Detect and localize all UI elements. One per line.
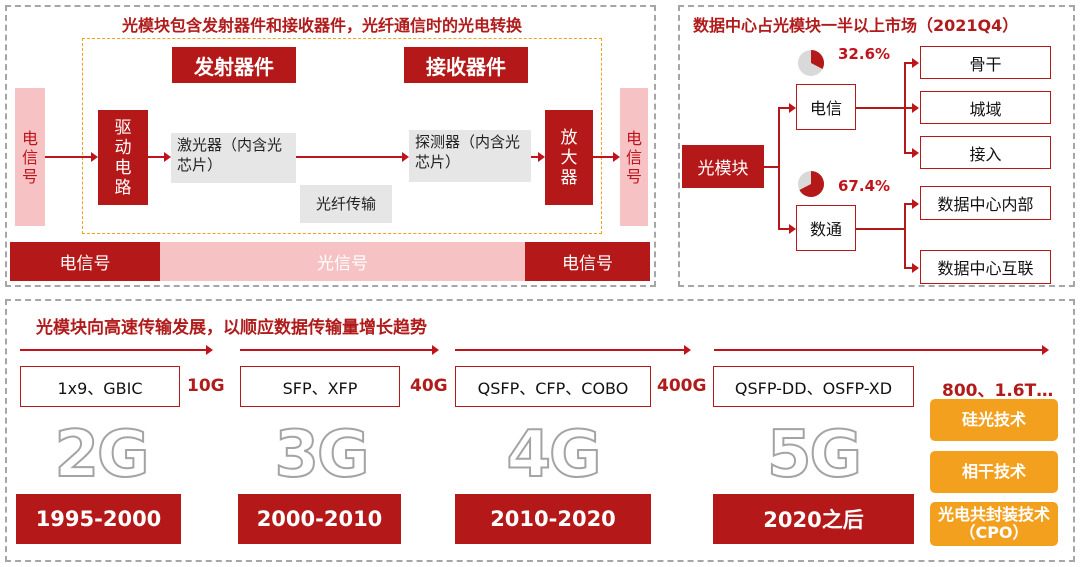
receive-label: 接收器件: [404, 47, 528, 83]
tree-arrow-datacom: [789, 224, 796, 234]
speed-label-3: 400G: [657, 376, 707, 396]
flow-arrow-5: [613, 152, 620, 162]
tree-line-root: [764, 166, 778, 168]
timeline-arrow-1: [206, 345, 213, 355]
telecom-branch: [856, 107, 904, 109]
tree-line-root-vert: [778, 107, 780, 228]
telecom-access: 接入: [920, 136, 1051, 169]
laser-box: 激光器（内含光芯片）: [171, 133, 296, 183]
driver-circuit-box: 驱动电路: [98, 110, 148, 205]
generation-label-1: 2G: [53, 417, 150, 493]
datacom-child-arrow-1: [912, 199, 919, 209]
speed-label-1: 10G: [187, 376, 225, 396]
optical-conversion-title: 光模块包含发射器件和接收器件，光纤通信时的光电转换: [122, 16, 523, 35]
datacom-child-line-2: [904, 267, 913, 269]
fiber-box: 光纤传输: [300, 185, 392, 223]
laser-label: 激光器（内含光芯片）: [177, 136, 283, 174]
timeline-arrow-4: [1042, 345, 1049, 355]
flow-line-4: [531, 156, 538, 158]
telecom-child-arrow-1: [912, 58, 919, 68]
timeline-line-4: [714, 349, 1042, 351]
telecom-child-line-2: [904, 107, 913, 109]
datacom-dc-interconnect: 数据中心互联: [920, 250, 1051, 284]
signal-in-box: 电信号: [15, 88, 45, 226]
signal-out-label: 电信号: [626, 128, 643, 186]
signal-bar-left: 电信号: [10, 242, 160, 281]
market-share-title: 数据中心占光模块一半以上市场（2021Q4）: [693, 16, 1019, 35]
package-box-1: 1x9、GBIC: [20, 366, 180, 407]
period-box-3: 2010-2020: [455, 494, 651, 544]
timeline-arrow-3: [684, 345, 691, 355]
transmit-label: 发射器件: [172, 47, 296, 83]
telecom-child-arrow-2: [912, 103, 919, 113]
period-box-4: 2020之后: [713, 494, 914, 544]
evolution-title: 光模块向高速传输发展，以顺应数据传输量增长趋势: [36, 318, 427, 338]
datacom-percent: 67.4%: [838, 177, 891, 195]
tree-line-to-datacom: [778, 228, 790, 230]
period-box-1: 1995-2000: [16, 494, 181, 544]
tree-arrow-telecom: [789, 103, 796, 113]
device-frame: [82, 38, 602, 234]
period-box-2: 2000-2010: [238, 494, 401, 544]
timeline-line-3: [455, 349, 684, 351]
datacom-branch: [856, 228, 904, 230]
telecom-pie-slice: [811, 50, 825, 69]
package-box-4: QSFP-DD、OSFP-XD: [713, 366, 914, 407]
detector-box: 探测器（内含光芯片）: [409, 130, 531, 182]
speed-label-4: 800、1.6T…: [942, 381, 1054, 401]
generation-label-4: 5G: [766, 417, 863, 493]
flow-arrow-2: [164, 152, 171, 162]
flow-line-5: [593, 156, 613, 158]
detector-label: 探测器（内含光芯片）: [415, 133, 521, 171]
flow-arrow-3: [402, 152, 409, 162]
flow-arrow-1: [91, 152, 98, 162]
evolution-panel: [5, 299, 1075, 562]
generation-label-3: 4G: [505, 417, 602, 493]
telecom-child-line-1: [904, 62, 913, 64]
package-box-3: QSFP、CFP、COBO: [455, 366, 651, 407]
telecom-node: 电信: [796, 84, 856, 130]
fiber-label: 光纤传输: [315, 195, 376, 213]
signal-bar-right: 电信号: [525, 242, 650, 281]
amplifier-label: 放大器: [560, 127, 578, 188]
flow-arrow-4: [538, 152, 545, 162]
market-share-panel: [678, 5, 1075, 287]
telecom-percent: 32.6%: [838, 45, 891, 63]
optical-module-node: 光模块: [682, 145, 764, 188]
amplifier-box: 放大器: [545, 110, 593, 205]
flow-line-3: [296, 156, 402, 158]
telecom-metro: 城域: [920, 91, 1051, 124]
telecom-child-line-3: [904, 152, 913, 154]
telecom-pie-chart: [798, 50, 825, 76]
tech-cpo: 光电共封装技术（CPO）: [930, 502, 1058, 546]
datacom-child-arrow-2: [912, 263, 919, 273]
package-box-2: SFP、XFP: [240, 366, 400, 407]
telecom-backbone: 骨干: [920, 46, 1051, 79]
flow-line-2: [148, 156, 164, 158]
tech-silicon-photonics: 硅光技术: [930, 399, 1058, 441]
datacom-child-line-1: [904, 203, 913, 205]
datacom-pie-chart: [798, 171, 824, 197]
generation-label-2: 3G: [273, 417, 370, 493]
tree-line-to-telecom: [778, 107, 790, 109]
timeline-line-1: [20, 349, 206, 351]
timeline-line-2: [240, 349, 432, 351]
datacom-branch-vert: [904, 203, 906, 267]
optical-conversion-panel: [5, 5, 656, 287]
datacom-node: 数通: [796, 205, 856, 251]
speed-label-2: 40G: [410, 376, 448, 396]
signal-bar-middle: 光信号: [160, 242, 525, 281]
telecom-child-arrow-3: [912, 148, 919, 158]
signal-out-box: 电信号: [620, 88, 648, 226]
driver-circuit-label: 驱动电路: [114, 117, 132, 198]
timeline-arrow-2: [432, 345, 439, 355]
datacom-inside-dc: 数据中心内部: [920, 186, 1051, 220]
tech-coherent: 相干技术: [930, 451, 1058, 493]
datacom-pie-slice: [799, 171, 824, 197]
flow-line-1: [45, 156, 91, 158]
signal-in-label: 电信号: [22, 128, 39, 186]
